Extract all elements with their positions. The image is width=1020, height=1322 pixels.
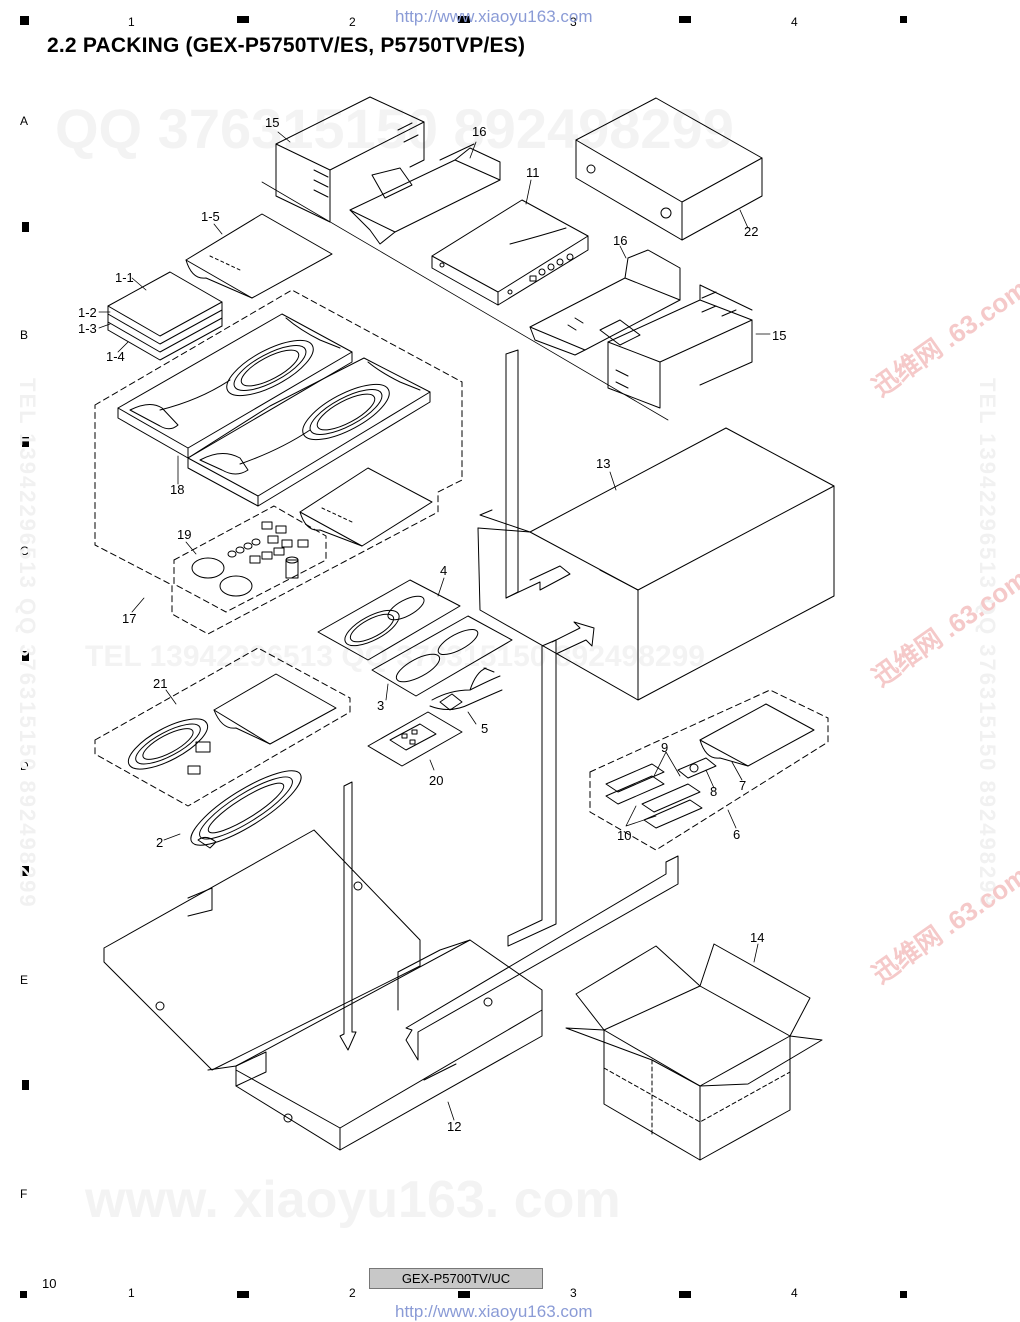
kit-6 — [589, 689, 829, 851]
ruler-mark — [22, 866, 29, 876]
ruler-mark — [679, 1291, 691, 1298]
pad-15-top — [275, 96, 425, 223]
tray-12 — [103, 829, 543, 1151]
manuals-1-1-to-1-4 — [107, 271, 223, 361]
ruler-column-4: 4 — [791, 15, 798, 29]
kit-21 — [94, 647, 351, 807]
callout-10: 10 — [617, 828, 632, 843]
callout-1-1: 1-1 — [115, 270, 134, 285]
watermark-www: www. xiaoyu163. com — [85, 1171, 621, 1229]
callout-7: 7 — [739, 778, 747, 793]
callout-15-top: 15 — [265, 115, 280, 130]
watermark-url-bottom: http://www.xiaoyu163.com — [395, 1302, 593, 1321]
page-title: 2.2 PACKING (GEX-P5750TV/ES, P5750TVP/ES… — [47, 34, 526, 57]
ruler-row-f: F — [20, 1187, 28, 1201]
cable-3 — [371, 615, 513, 697]
callout-6: 6 — [733, 827, 741, 842]
leader-lines — [98, 131, 771, 1121]
callout-11: 11 — [526, 165, 540, 180]
callout-15-lower: 15 — [772, 328, 787, 343]
ruler-mark — [679, 16, 691, 23]
callout-4: 4 — [440, 563, 448, 578]
callout-22: 22 — [744, 224, 759, 239]
ruler-mark — [22, 222, 29, 232]
callout-8: 8 — [710, 784, 718, 799]
ruler-mark — [900, 16, 907, 23]
arrow-into-box-13 — [505, 349, 595, 947]
callout-2: 2 — [156, 835, 164, 850]
ruler-mark — [20, 1291, 27, 1298]
ruler-mark — [20, 16, 29, 25]
pad-16-top — [349, 143, 501, 245]
ruler-column-4-bottom: 4 — [791, 1286, 798, 1300]
callout-16-lower: 16 — [613, 233, 628, 248]
kit-17-outline — [94, 289, 463, 635]
footer-model-box: GEX-P5700TV/UC — [369, 1268, 543, 1289]
callout-19: 19 — [177, 527, 192, 542]
watermark-qq: QQ 376315150 892498299 — [55, 97, 734, 160]
bag-kit-17 — [299, 467, 433, 547]
remote-20 — [367, 711, 463, 767]
callout-17: 17 — [122, 611, 137, 626]
ruler-row-c: C — [20, 544, 29, 558]
callout-1-5: 1-5 — [201, 209, 220, 224]
callout-3: 3 — [377, 698, 385, 713]
callout-1-4: 1-4 — [106, 349, 125, 364]
ruler-row-e: E — [20, 973, 29, 987]
callout-21: 21 — [153, 676, 168, 691]
callout-1-3: 1-3 — [78, 321, 97, 336]
callout-5: 5 — [481, 721, 489, 736]
callout-12: 12 — [447, 1119, 462, 1134]
callout-13: 13 — [596, 456, 611, 471]
ruler-column-3: 3 — [570, 15, 577, 29]
callout-9: 9 — [661, 740, 669, 755]
ruler-mark — [22, 437, 29, 447]
pad-16-lower — [529, 249, 681, 356]
ruler-mark — [900, 1291, 907, 1298]
ruler-row-b: B — [20, 328, 29, 342]
unit-11 — [431, 199, 589, 306]
ruler-column-1-bottom: 1 — [128, 1286, 135, 1300]
harness-5 — [429, 667, 503, 711]
box-13 — [477, 427, 835, 701]
callout-20: 20 — [429, 773, 444, 788]
page-number: 10 — [42, 1276, 57, 1291]
pad-15-lower — [607, 284, 753, 409]
ruler-mark — [22, 1080, 29, 1090]
ruler-row-d: D — [20, 759, 29, 773]
callout-16-top: 16 — [472, 124, 487, 139]
arrow-into-tray-12 — [405, 855, 679, 1061]
callout-1-2: 1-2 — [78, 305, 97, 320]
cable-4 — [317, 579, 461, 661]
watermark-url-top: http://www.xiaoyu163.com — [395, 7, 593, 26]
ruler-column-3-bottom: 3 — [570, 1286, 577, 1300]
callout-14: 14 — [750, 930, 765, 945]
ruler-column-1: 1 — [128, 15, 135, 29]
box-22 — [575, 97, 763, 241]
callout-18: 18 — [170, 482, 185, 497]
ruler-column-2: 2 — [349, 15, 356, 29]
trays-18 — [117, 313, 431, 507]
ruler-mark — [237, 1291, 249, 1298]
hardware-19 — [173, 505, 327, 613]
ruler-mark — [237, 16, 249, 23]
cable-2 — [190, 770, 302, 849]
ruler-mark — [458, 1291, 470, 1298]
ruler-row-a: A — [20, 114, 29, 128]
bag-1-5 — [185, 213, 333, 299]
ruler-mark — [22, 651, 29, 661]
ruler-column-2-bottom: 2 — [349, 1286, 356, 1300]
arrow-down-tray-12 — [339, 781, 357, 1051]
carton-14 — [565, 943, 823, 1161]
ruler-mark — [458, 16, 470, 23]
